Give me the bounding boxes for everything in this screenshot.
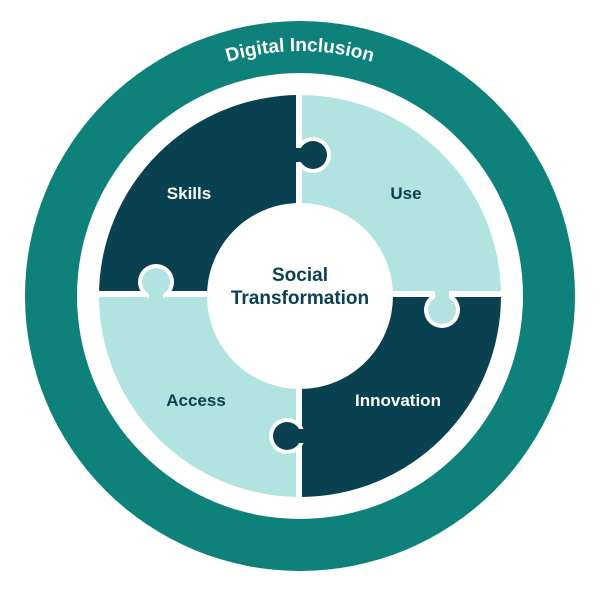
label-access: Access bbox=[166, 391, 226, 410]
label-innovation: Innovation bbox=[355, 391, 441, 410]
center-circle bbox=[207, 203, 393, 389]
knob-use bbox=[428, 285, 456, 324]
label-skills: Skills bbox=[167, 184, 211, 203]
knob-access bbox=[142, 268, 170, 303]
knob-innovation bbox=[273, 422, 308, 450]
center-label-line2: Transformation bbox=[231, 288, 369, 309]
label-use: Use bbox=[390, 184, 421, 203]
center-label-line1: Social bbox=[272, 265, 328, 286]
knob-skills bbox=[290, 141, 327, 169]
